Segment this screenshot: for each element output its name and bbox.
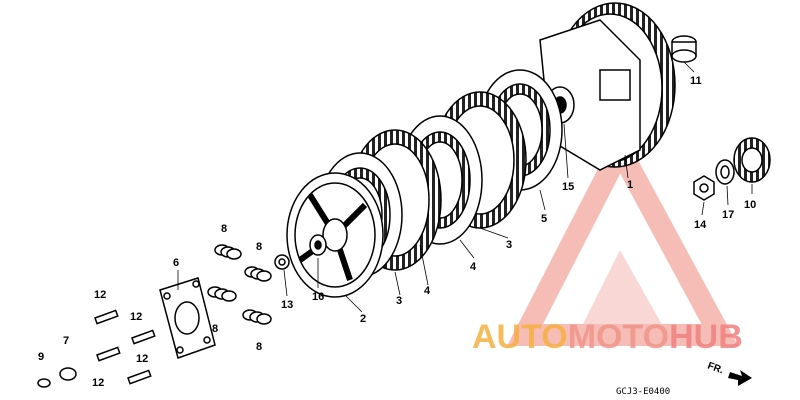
label-part-8a: 8	[221, 223, 227, 235]
watermark-moto: MOTO	[568, 318, 669, 356]
direction-label: FR.	[706, 360, 725, 376]
label-part-2: 2	[360, 313, 366, 325]
label-part-4b: 4	[470, 261, 477, 273]
lifter-plate-6	[159, 277, 216, 359]
arrow-icon	[728, 370, 752, 386]
label-part-10: 10	[744, 199, 756, 211]
spring-8b	[244, 266, 272, 282]
part-labels: 1 2 3 3 4 4 5 6 7 8 8 8 8 9 10 11 12 12 …	[38, 75, 756, 389]
label-part-11: 11	[690, 75, 702, 87]
bushing-11	[671, 35, 697, 63]
label-part-8b: 8	[256, 241, 262, 253]
label-part-17: 17	[722, 209, 734, 221]
label-part-6: 6	[173, 257, 179, 269]
clutch-center-16	[309, 234, 327, 256]
clutch-springs	[207, 244, 272, 325]
label-part-12a: 12	[94, 289, 106, 301]
diagram-code: GCJ3-E0400	[616, 387, 670, 397]
label-part-8c: 8	[212, 323, 218, 335]
label-part-5: 5	[541, 213, 547, 225]
label-part-12c: 12	[92, 377, 104, 389]
label-part-15: 15	[562, 181, 574, 193]
label-part-16: 16	[312, 291, 324, 303]
watermark-logo	[506, 126, 739, 346]
label-part-3b: 3	[506, 239, 512, 251]
lock-nut-14	[693, 175, 715, 201]
leader-lines	[177, 61, 753, 313]
label-part-14: 14	[694, 219, 707, 231]
direction-indicator: FR.	[706, 360, 752, 386]
drive-gear-10	[733, 137, 771, 183]
label-part-4a: 4	[424, 285, 431, 297]
label-part-1: 1	[627, 179, 633, 191]
lifter-rod-7	[37, 367, 77, 388]
bolts-12	[94, 309, 156, 385]
label-part-9: 9	[38, 351, 44, 363]
label-part-7: 7	[63, 335, 69, 347]
label-part-12b: 12	[130, 311, 142, 323]
spring-8d	[242, 309, 272, 325]
spring-8a	[214, 244, 242, 260]
watermark-auto: AUTO	[472, 318, 568, 356]
watermark-hub: HUB	[669, 318, 743, 356]
spring-8c	[207, 286, 237, 302]
watermark-text: AUTOMOTOHUB	[472, 318, 743, 356]
label-part-12d: 12	[136, 353, 148, 365]
pressure-plate-2	[286, 172, 384, 298]
lifter-13	[274, 254, 290, 270]
label-part-8d: 8	[256, 341, 262, 353]
label-part-13: 13	[281, 299, 293, 311]
washer-17	[715, 159, 735, 185]
label-part-3a: 3	[396, 295, 402, 307]
